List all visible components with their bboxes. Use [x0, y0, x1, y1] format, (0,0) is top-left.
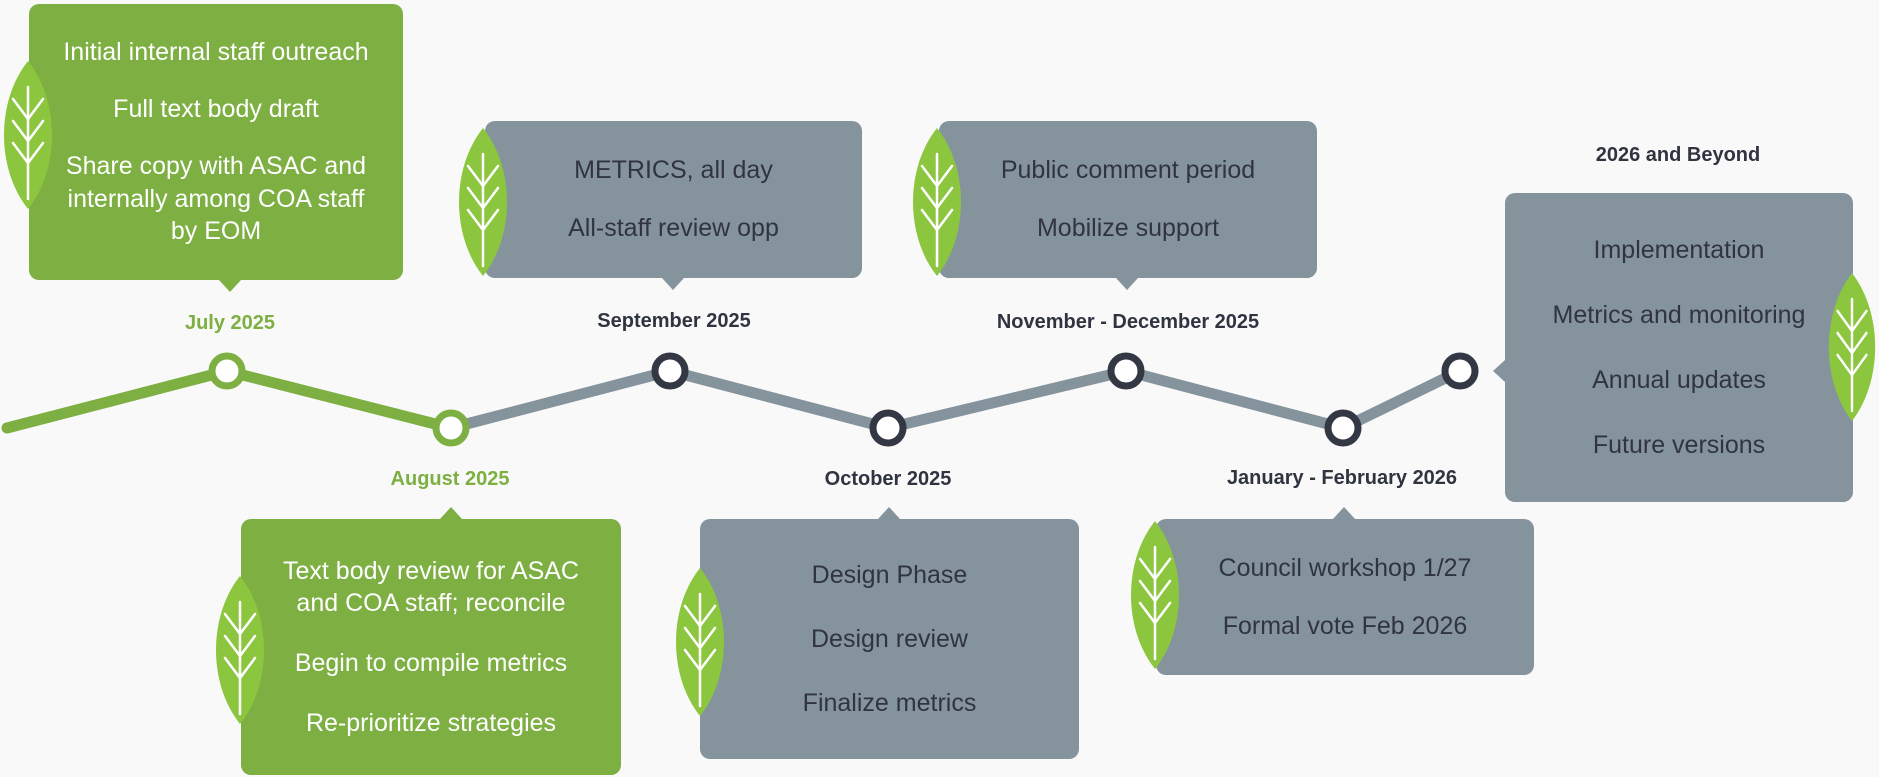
milestone-label-jan: January - February 2026: [1226, 467, 1458, 489]
milestone-label-jul: July 2025: [184, 312, 276, 334]
leaf-icon: [676, 568, 724, 716]
milestone-item: Full text body draft: [113, 95, 319, 124]
milestone-item: Share copy with ASAC and internally amon…: [65, 152, 367, 246]
milestone-item: Text body review for ASAC and COA staff;…: [283, 556, 579, 618]
milestone-node-sep: [651, 352, 689, 390]
milestone-label-oct: October 2025: [824, 468, 952, 490]
milestone-item: Implementation: [1593, 235, 1765, 264]
milestone-item: Begin to compile metrics: [294, 649, 568, 677]
milestone-card-beyond: Implementation Metrics and monitoring An…: [1505, 193, 1853, 502]
milestone-label-nov: November - December 2025: [996, 311, 1260, 333]
milestone-card-sep: METRICS, all day All-staff review opp: [485, 121, 862, 278]
milestone-item: Re-prioritize strategies: [305, 709, 557, 737]
milestone-item: Mobilize support: [1036, 214, 1220, 243]
leaf-icon: [459, 128, 507, 276]
milestone-label-sep: September 2025: [597, 310, 751, 332]
card-pointer: [440, 507, 462, 519]
card-pointer: [1116, 278, 1138, 290]
milestone-card-aug: Text body review for ASAC and COA staff;…: [241, 519, 621, 775]
milestone-item: Public comment period: [1000, 156, 1256, 185]
milestone-item: Future versions: [1592, 430, 1766, 459]
card-pointer: [878, 507, 900, 519]
milestone-item: Initial internal staff outreach: [63, 38, 369, 67]
milestone-node-jul: [208, 352, 246, 390]
leaf-icon: [913, 128, 961, 276]
milestone-label-aug: August 2025: [390, 468, 510, 490]
milestone-node-aug: [432, 409, 470, 447]
milestone-item: All-staff review opp: [568, 214, 779, 243]
milestone-card-jan: Council workshop 1/27 Formal vote Feb 20…: [1156, 519, 1534, 675]
milestone-node-nov: [1107, 352, 1145, 390]
milestone-node-jan: [1324, 409, 1362, 447]
card-pointer: [1493, 360, 1505, 382]
milestone-item: Design Phase: [811, 560, 968, 589]
milestone-card-jul: Initial internal staff outreach Full tex…: [29, 4, 403, 280]
milestone-item: Formal vote Feb 2026: [1222, 611, 1468, 640]
milestone-item: Annual updates: [1592, 365, 1766, 394]
milestone-item: Design review: [810, 624, 968, 653]
milestone-node-oct: [869, 409, 907, 447]
leaf-icon: [4, 61, 52, 209]
milestone-item: Council workshop 1/27: [1218, 554, 1472, 582]
milestone-item: METRICS, all day: [574, 156, 773, 185]
card-pointer: [662, 278, 684, 290]
leaf-icon: [1828, 273, 1876, 421]
milestone-card-oct: Design Phase Design review Finalize metr…: [700, 519, 1079, 759]
milestone-label-beyond: 2026 and Beyond: [1595, 144, 1761, 166]
milestone-node-beyond: [1441, 352, 1479, 390]
milestone-card-nov: Public comment period Mobilize support: [939, 121, 1317, 278]
card-pointer: [219, 280, 241, 292]
leaf-icon: [1131, 521, 1179, 669]
timeline-line-upcoming: [445, 365, 1466, 434]
card-pointer: [1333, 507, 1355, 519]
leaf-icon: [216, 576, 264, 724]
milestone-item: Finalize metrics: [802, 688, 977, 717]
milestone-item: Metrics and monitoring: [1552, 300, 1806, 329]
